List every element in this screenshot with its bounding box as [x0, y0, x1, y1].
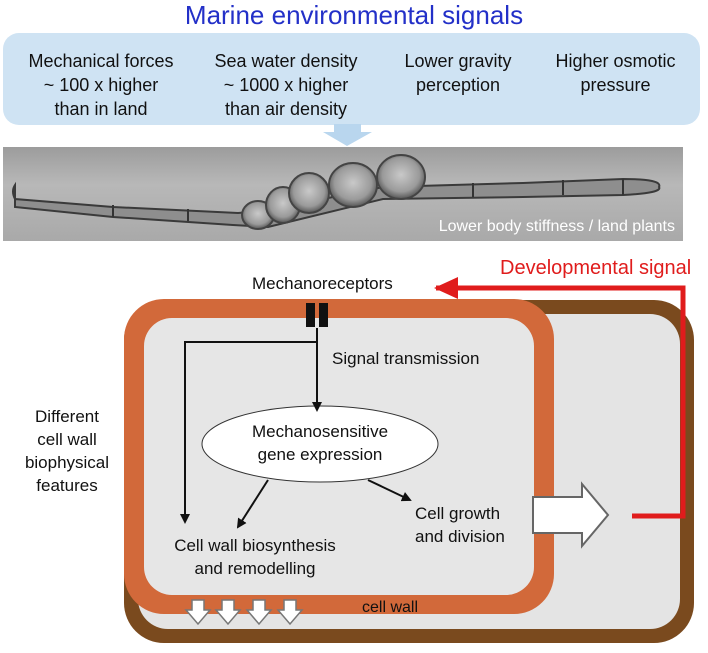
- cell-growth-label: Cell growth and division: [415, 504, 505, 546]
- mechanoreceptor-channel: [306, 303, 315, 327]
- signal-lower-gravity: Lower gravity perception: [404, 51, 512, 95]
- down-arrow-icon: [276, 599, 304, 626]
- swollen-cell: [376, 154, 426, 200]
- down-arrow-icon: [245, 599, 273, 626]
- mechanoreceptors-label: Mechanoreceptors: [252, 274, 393, 293]
- signals-down-arrow: [323, 124, 372, 146]
- swollen-cell: [288, 172, 330, 214]
- cell-wall-label: cell wall: [362, 599, 419, 616]
- expression-to-growth-arrow: [367, 479, 412, 502]
- secretion-arrows: [184, 599, 304, 626]
- expression-to-biosynthesis-arrow: [236, 479, 269, 529]
- micrograph-caption: Lower body stiffness / land plants: [438, 218, 675, 235]
- down-arrow-icon: [184, 599, 212, 626]
- signal-transmission-label: Signal transmission: [332, 349, 480, 368]
- signal-sea-water-density: Sea water density ~ 1000 x higher than a…: [214, 51, 358, 119]
- developmental-signal-label: Developmental signal: [500, 257, 692, 279]
- gene-expression-label: Mechanosensitive gene expression: [251, 422, 389, 464]
- different-features-label: Different cell wall biophysical features: [24, 407, 110, 495]
- mechanoreceptor-channel: [319, 303, 328, 327]
- micrograph-filament-image: Lower body stiffness / land plants: [3, 147, 683, 241]
- down-arrow-icon: [214, 599, 242, 626]
- biosynthesis-label: Cell wall biosynthesis and remodelling: [174, 536, 336, 578]
- signal-osmotic-pressure: Higher osmotic pressure: [555, 51, 676, 95]
- growth-output-arrow: [532, 481, 610, 549]
- signal-mechanical-forces: Mechanical forces ~ 100 x higher than in…: [28, 51, 174, 119]
- direct-biosynthesis-arrow: [180, 341, 317, 524]
- developmental-signal-arrow: [434, 277, 686, 519]
- swollen-cell: [328, 162, 378, 208]
- diagram-title: Marine environmental signals: [184, 0, 524, 30]
- environmental-signals-box: Mechanical forces ~ 100 x higher than in…: [3, 33, 700, 125]
- filament-drawing: [12, 154, 661, 230]
